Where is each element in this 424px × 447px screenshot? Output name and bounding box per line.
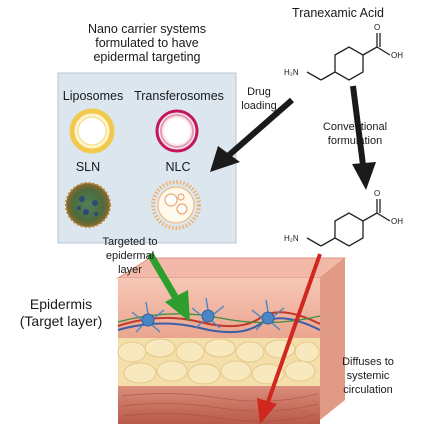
conventional-label-2: formulation bbox=[327, 135, 383, 147]
chem-oh-top: OH bbox=[391, 51, 403, 60]
diffuses-label-2: systemic bbox=[346, 370, 390, 382]
transferosome-icon bbox=[155, 109, 199, 153]
targeted-arrow bbox=[146, 252, 190, 322]
drug-loading-arrow bbox=[210, 97, 294, 172]
dermis-fibers bbox=[121, 393, 319, 422]
blood-vessel-red bbox=[117, 311, 321, 328]
nlc-icon bbox=[151, 180, 201, 230]
targeted-label-2: epidermal bbox=[105, 250, 155, 262]
chem-nh2-top: H₂N bbox=[284, 68, 299, 77]
skin-cross-section bbox=[116, 257, 347, 424]
conventional-arrow bbox=[350, 85, 376, 190]
melanocyte-cell bbox=[251, 299, 285, 331]
nano-title-line-1: Nano carrier systems bbox=[87, 22, 207, 36]
melanocyte-cell bbox=[131, 301, 165, 333]
chem-nh2-bottom: H₂N bbox=[284, 234, 299, 243]
molecule-structure-top bbox=[306, 33, 391, 81]
blood-vessel-blue bbox=[117, 317, 321, 334]
drug-loading-label-1: Drug bbox=[247, 86, 271, 98]
tranexamic-title: Tranexamic Acid bbox=[292, 6, 384, 20]
diffuses-label-3: circulation bbox=[343, 384, 393, 396]
dermis-layer bbox=[118, 386, 320, 424]
sln-label: SLN bbox=[75, 160, 101, 174]
diffuses-arrow bbox=[257, 253, 322, 424]
chem-o-top: O bbox=[374, 23, 381, 32]
epidermis-label-1: Epidermis bbox=[29, 296, 93, 312]
targeted-label-1: Targeted to bbox=[102, 236, 158, 248]
epidermis-layer bbox=[118, 278, 320, 338]
nano-title-line-2: formulated to have bbox=[95, 36, 199, 50]
epidermis-label-2: (Target layer) bbox=[19, 313, 103, 329]
chem-o-bottom: O bbox=[374, 189, 381, 198]
diffuses-label-1: Diffuses to bbox=[342, 356, 394, 368]
melanocyte-cell bbox=[191, 297, 225, 329]
targeted-label-3: layer bbox=[118, 264, 142, 276]
molecule-structure-bottom bbox=[306, 199, 391, 247]
liposomes-label: Liposomes bbox=[62, 89, 124, 103]
transferosomes-label: Transferosomes bbox=[134, 89, 224, 103]
conventional-label-1: Conventional bbox=[322, 121, 388, 133]
chem-oh-bottom: OH bbox=[391, 217, 403, 226]
liposome-icon bbox=[69, 108, 115, 154]
sln-icon bbox=[65, 182, 111, 228]
drug-loading-label-2: loading bbox=[241, 100, 277, 112]
nlc-label: NLC bbox=[165, 160, 191, 174]
melanocyte-cells bbox=[131, 297, 285, 333]
skin-side-face bbox=[320, 258, 345, 420]
nano-title-line-3: epidermal targeting bbox=[93, 50, 201, 64]
